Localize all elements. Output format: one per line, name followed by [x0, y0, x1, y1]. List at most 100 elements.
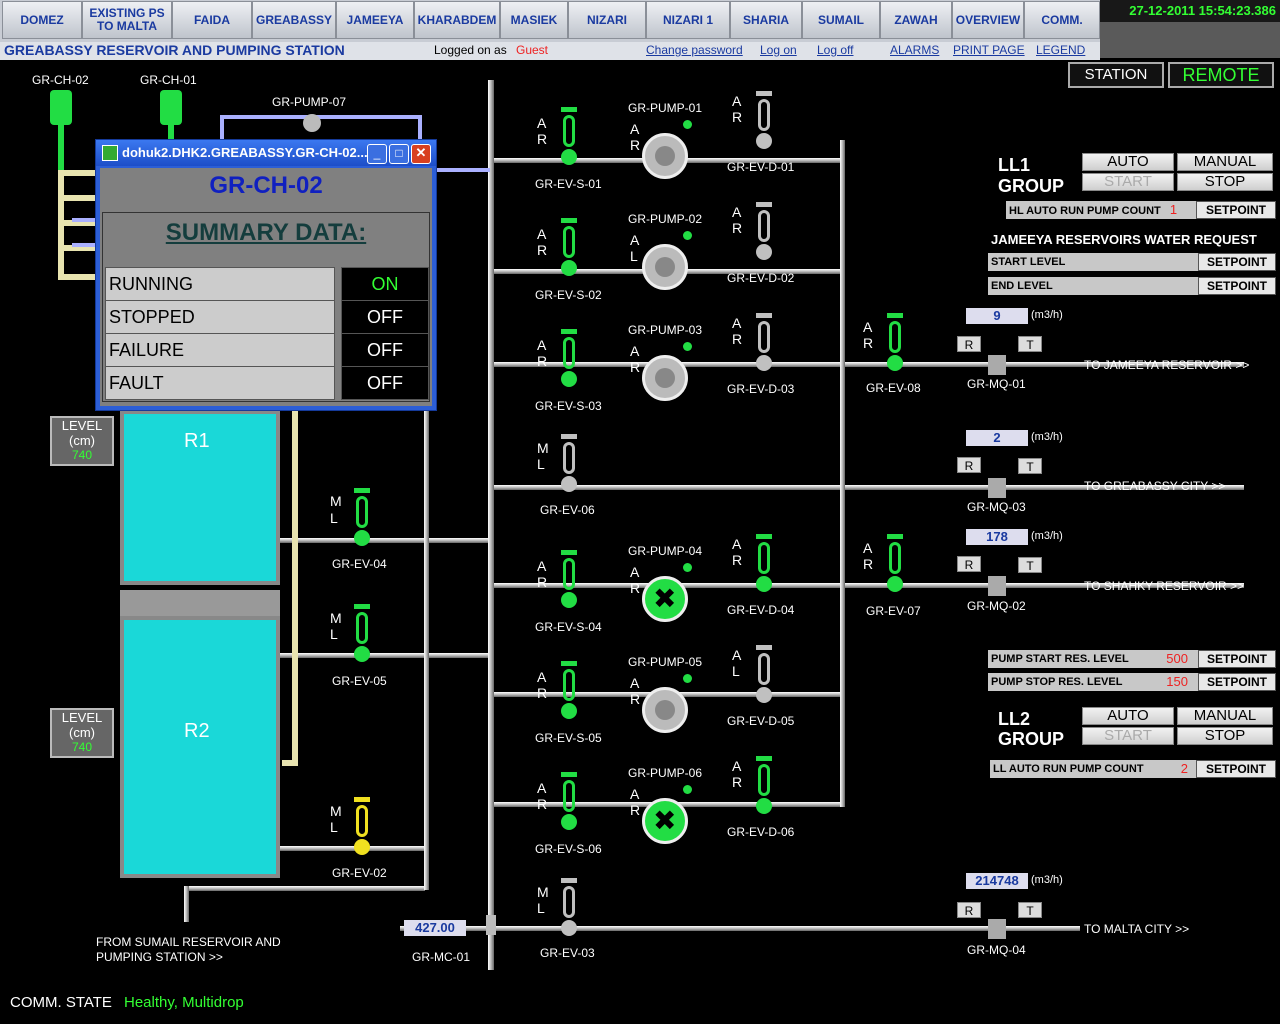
ll1-stop-button[interactable]: STOP [1177, 173, 1273, 191]
nav-sumail[interactable]: SUMAIL [802, 1, 880, 39]
evd-mode-a: A [732, 758, 742, 774]
valve-ev-d-5[interactable] [754, 645, 774, 705]
valve-ev-s-1[interactable] [559, 107, 579, 167]
hl-count-label: HL AUTO RUN PUMP COUNT [1009, 205, 1161, 217]
pump-2[interactable] [642, 244, 688, 290]
evd-mode-a: A [732, 315, 742, 331]
popup-titlebar[interactable]: dohuk2.DHK2.GREABASSY.GR-CH-02.... _ □ ✕ [96, 140, 436, 166]
valve-ev-s-5[interactable] [559, 661, 579, 721]
evd-mode-a: A [732, 647, 742, 663]
valve-ev-07[interactable] [885, 534, 905, 594]
pump-1[interactable] [642, 133, 688, 179]
evd-label: GR-EV-D-02 [727, 271, 795, 285]
nav-greabassy[interactable]: GREABASSY [252, 1, 336, 39]
ll2-manual-button[interactable]: MANUAL [1177, 707, 1273, 725]
ev05-mode-m: M [330, 610, 342, 626]
app-icon [102, 145, 118, 161]
station-button[interactable]: STATION [1068, 62, 1164, 88]
mq03-unit: (m3/h) [1031, 431, 1063, 443]
valve-ev-06[interactable] [559, 434, 579, 494]
evs-label: GR-EV-S-02 [535, 288, 602, 302]
mq03-r-button[interactable]: R [957, 457, 981, 473]
nav-overview[interactable]: OVERVIEW [952, 1, 1024, 39]
valve-ev-s-4[interactable] [559, 550, 579, 610]
pump-mode-2: R [630, 137, 641, 153]
nav-masiek[interactable]: MASIEK [500, 1, 568, 39]
pump-5[interactable] [642, 687, 688, 733]
end-level-setpoint[interactable]: SETPOINT [1198, 277, 1276, 295]
nav-sharia[interactable]: SHARIA [730, 1, 802, 39]
pump-4[interactable]: ✖ [642, 576, 688, 622]
legend-link[interactable]: LEGEND [1036, 43, 1086, 57]
summary-label: FAULT [105, 366, 335, 400]
ll2-auto-button[interactable]: AUTO [1082, 707, 1174, 725]
valve-ev-d-1[interactable] [754, 91, 774, 151]
pump-stop-setpoint[interactable]: SETPOINT [1198, 673, 1276, 691]
mq04-r-button[interactable]: R [957, 902, 981, 918]
nav-nizari1[interactable]: NIZARI 1 [646, 1, 730, 39]
ll2-start-button[interactable]: START [1082, 727, 1174, 745]
nav-kharabdem[interactable]: KHARABDEM [414, 1, 500, 39]
mq03-t-button[interactable]: T [1018, 458, 1042, 474]
log-off-link[interactable]: Log off [817, 43, 854, 57]
valve-ev-05[interactable] [352, 604, 372, 664]
hl-count-value: 1 [1169, 202, 1178, 217]
valve-ev-s-6[interactable] [559, 772, 579, 832]
datetime: 27-12-2011 15:54:23.386 [1100, 0, 1280, 22]
ll1-manual-button[interactable]: MANUAL [1177, 153, 1273, 171]
valve-ev-03[interactable] [559, 878, 579, 938]
nav-comm[interactable]: COMM. [1024, 1, 1100, 39]
change-password-link[interactable]: Change password [646, 43, 743, 57]
nav-zawah[interactable]: ZAWAH [880, 1, 952, 39]
valve-ev-02[interactable] [352, 797, 372, 857]
ll1-start-button[interactable]: START [1082, 173, 1174, 191]
mq03-value: 2 [966, 430, 1028, 446]
nav-existing-ps[interactable]: EXISTING PS TO MALTA [82, 1, 172, 39]
ll1-group-1: LL1 [998, 155, 1031, 175]
log-on-link[interactable]: Log on [760, 43, 797, 57]
start-level-setpoint[interactable]: SETPOINT [1198, 253, 1276, 271]
maximize-icon[interactable]: □ [389, 144, 409, 164]
valve-ev-d-2[interactable] [754, 202, 774, 262]
pump-3[interactable] [642, 355, 688, 401]
nav-domez[interactable]: DOMEZ [2, 1, 82, 39]
ll2-stop-button[interactable]: STOP [1177, 727, 1273, 745]
remote-button[interactable]: REMOTE [1168, 62, 1274, 88]
close-icon[interactable]: ✕ [411, 144, 431, 164]
ev07-mode-a: A [863, 540, 873, 556]
valve-ev-d-3[interactable] [754, 313, 774, 373]
pump-start-setpoint[interactable]: SETPOINT [1198, 650, 1276, 668]
pump-label: GR-PUMP-04 [628, 544, 703, 558]
mq04-t-button[interactable]: T [1018, 902, 1042, 918]
nav-faida[interactable]: FAIDA [172, 1, 252, 39]
minimize-icon[interactable]: _ [367, 144, 387, 164]
mq01-t-button[interactable]: T [1018, 336, 1042, 352]
pump-6[interactable]: ✖ [642, 798, 688, 844]
valve-ev-d-6[interactable] [754, 756, 774, 816]
valve-ev-04[interactable] [352, 488, 372, 548]
evd-label: GR-EV-D-04 [727, 603, 795, 617]
nav-jameeya[interactable]: JAMEEYA [336, 1, 414, 39]
tank-r1-label: R1 [184, 430, 210, 452]
mq02-t-button[interactable]: T [1018, 557, 1042, 573]
valve-ev-s-2[interactable] [559, 218, 579, 278]
mq02-r-button[interactable]: R [957, 556, 981, 572]
hl-setpoint-button[interactable]: SETPOINT [1196, 201, 1276, 219]
pump-run-indicator [683, 231, 692, 240]
ev07-label: GR-EV-07 [866, 604, 921, 618]
valve-ev-d-4[interactable] [754, 534, 774, 594]
nav-nizari[interactable]: NIZARI [568, 1, 646, 39]
evs-mode-a: A [537, 337, 547, 353]
print-page-link[interactable]: PRINT PAGE [953, 43, 1025, 57]
alarms-link[interactable]: ALARMS [890, 43, 940, 57]
ev07-mode-r: R [863, 556, 874, 572]
summary-row: FAILURE OFF [105, 333, 429, 367]
ll1-auto-button[interactable]: AUTO [1082, 153, 1174, 171]
valve-ev-s-3[interactable] [559, 329, 579, 389]
pump-label: GR-PUMP-06 [628, 766, 703, 780]
from-sumail-2: PUMPING STATION >> [96, 950, 223, 964]
ll-setpoint-button[interactable]: SETPOINT [1196, 760, 1276, 778]
ll2-group-1: LL2 [998, 709, 1031, 729]
mq01-r-button[interactable]: R [957, 336, 981, 352]
valve-ev-08[interactable] [885, 313, 905, 373]
